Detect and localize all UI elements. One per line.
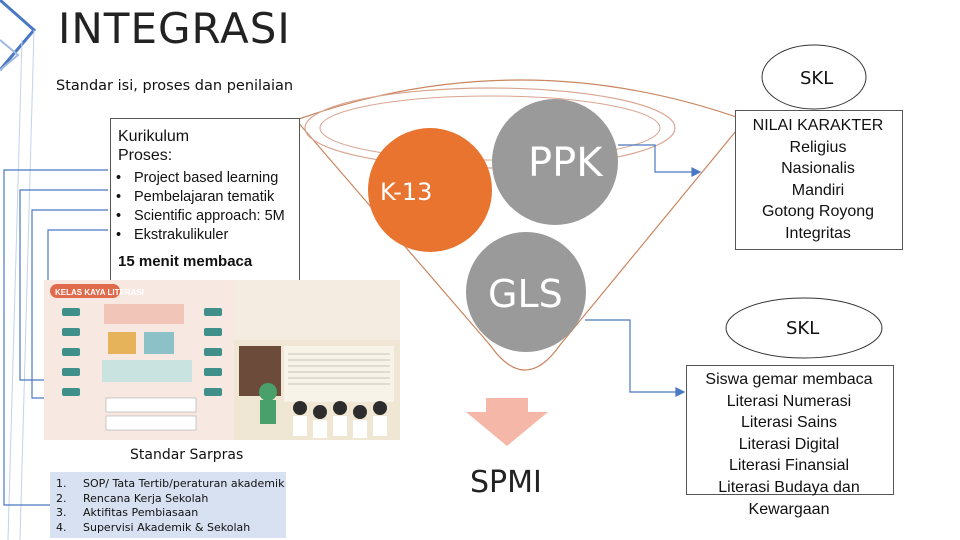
nilai-item: Religius — [789, 138, 847, 156]
funnel-ring-inner — [319, 95, 661, 161]
nilai-item: NILAI KARAKTER — [752, 117, 884, 134]
kurikulum-heading: Kurikulum Proses: — [118, 127, 189, 165]
sarpras-item: 1. SOP/ Tata Tertib/peraturan akademik — [56, 477, 284, 492]
nilai-karakter-box — [735, 110, 903, 250]
spmi-label: SPMI — [470, 465, 542, 500]
menit-membaca-label: 15 menit membaca — [118, 253, 253, 270]
literasi-item: Siswa gemar membaca — [705, 371, 873, 388]
sarpras-item-text: SOP/ Tata Tertib/peraturan akademik — [83, 477, 285, 490]
sarpras-box — [50, 472, 286, 538]
skl-bottom-label: SKL — [786, 318, 820, 339]
kurikulum-item: Scientific approach: 5M — [116, 207, 296, 226]
literasi-item: Literasi Numerasi — [726, 392, 852, 410]
kurikulum-item: Project based learning — [116, 169, 296, 188]
subtitle: Standar isi, proses dan penilaian — [56, 78, 294, 94]
sarpras-item-number: 3. — [56, 506, 67, 519]
nilai-item: Gotong Royong — [761, 203, 875, 221]
funnel-outline — [294, 79, 747, 371]
down-arrow — [466, 398, 548, 446]
connector-left-mid2 — [31, 209, 108, 399]
page-title: INTEGRASI — [58, 4, 291, 53]
gls-circle — [466, 232, 586, 352]
kurikulum-item: Ekstrakulikuler — [116, 226, 296, 245]
gls-label: GLS — [488, 272, 563, 316]
sarpras-item: 4. Supervisi Akademik & Sekolah — [56, 521, 284, 536]
k13-circle — [368, 128, 492, 252]
sarpras-item-text: Aktifitas Pembiasaan — [83, 506, 199, 519]
nilai-item: Nasionalis — [781, 160, 855, 178]
skl-bottom-oval — [725, 297, 883, 359]
classroom-illustration-image: KELAS KAYA LITERASI — [44, 280, 400, 440]
connector-ppk-nilai — [618, 144, 692, 173]
funnel-ring-outer — [304, 87, 676, 169]
literasi-item: Literasi Sains — [740, 414, 838, 432]
left-chevron-decoration — [0, 0, 37, 540]
sarpras-item-number: 4. — [56, 520, 67, 534]
nilai-karakter-list: NILAI KARAKTER Religius Nasionalis Mandi… — [735, 115, 901, 245]
sarpras-item-text: Supervisi Akademik & Sekolah — [83, 520, 251, 534]
sarpras-item-number: 1. — [56, 477, 67, 490]
sarpras-item: 3. Aktifitas Pembiasaan — [56, 506, 284, 521]
sarpras-item-number: 2. — [56, 491, 67, 505]
nilai-item: Mandiri — [791, 181, 845, 199]
ppk-circle — [492, 99, 618, 225]
k13-label: K-13 — [380, 178, 433, 206]
sarpras-list: 1. SOP/ Tata Tertib/peraturan akademik 2.… — [56, 477, 284, 535]
standar-sarpras-heading: Standar Sarpras — [130, 447, 244, 463]
skl-top-label: SKL — [800, 68, 834, 89]
sarpras-item: 2. Rencana Kerja Sekolah — [56, 492, 284, 507]
literasi-list: Siswa gemar membaca Literasi Numerasi Li… — [686, 369, 892, 520]
connector-left-mid3 — [47, 229, 108, 300]
skl-top-oval — [761, 44, 867, 110]
connector-gls-literasi — [585, 319, 676, 393]
connector-left-top — [3, 169, 108, 506]
literasi-box — [686, 365, 894, 495]
literasi-item: Literasi Finansial — [728, 457, 850, 475]
literasi-item: Literasi Digital — [738, 435, 840, 453]
kelas-kaya-literasi-illustration: KELAS KAYA LITERASI — [44, 280, 400, 440]
ppk-label: PPK — [528, 140, 603, 186]
literasi-item: Literasi Budaya dan — [718, 478, 860, 496]
illustration-title: KELAS KAYA LITERASI — [55, 288, 144, 297]
nilai-item: Integritas — [785, 224, 851, 242]
literasi-item: Kewargaan — [748, 500, 830, 518]
kurikulum-list: Project based learning Pembelajaran tema… — [116, 169, 296, 245]
kurikulum-heading-line2: Proses: — [118, 147, 173, 164]
sarpras-item-text: Rencana Kerja Sekolah — [83, 491, 209, 505]
kurikulum-heading-line1: Kurikulum — [118, 128, 190, 145]
kurikulum-item: Pembelajaran tematik — [116, 188, 296, 207]
